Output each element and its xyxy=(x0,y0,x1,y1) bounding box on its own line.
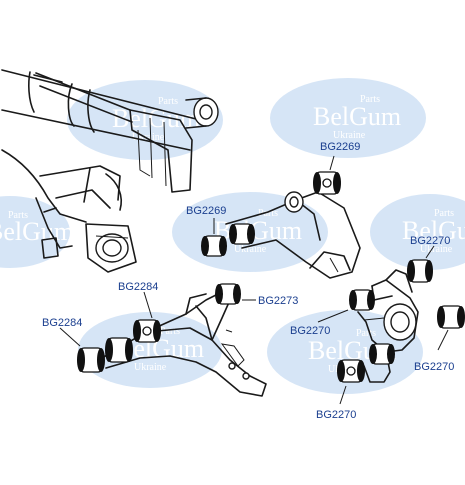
hub-carrier xyxy=(357,269,419,383)
bushing-bg2269-top xyxy=(313,171,341,195)
watermark-brand: BelGum xyxy=(0,217,74,246)
part-label-bg2284-upper: BG2284 xyxy=(118,281,158,293)
watermark-parts: Parts xyxy=(8,210,28,221)
bushing-bg2270-bottom xyxy=(337,359,365,383)
part-label-bg2270-center: BG2270 xyxy=(290,325,330,337)
bushing-bg2270-center xyxy=(369,343,395,365)
part-label-bg2270-right: BG2270 xyxy=(414,361,454,373)
part-label-bg2269-left: BG2269 xyxy=(186,205,226,217)
part-label-bg2284-left: BG2284 xyxy=(42,317,82,329)
leader-lines xyxy=(59,155,449,405)
watermark-right-edge: BelGum Parts Ukraine xyxy=(370,194,465,270)
bushing-bg2273 xyxy=(215,283,241,305)
bushing-bg2270-top xyxy=(407,259,433,283)
watermark-parts: Parts xyxy=(360,94,380,105)
bushing-bg2284-left-b xyxy=(105,337,133,363)
watermark-brand: BelGum xyxy=(402,216,465,245)
watermark-parts: Parts xyxy=(258,208,278,219)
watermark-country: Ukraine xyxy=(134,362,167,373)
bushing-bg2270-mid-left xyxy=(349,289,375,311)
watermark-country: Ukraine xyxy=(132,132,165,143)
lower-wishbone xyxy=(101,291,267,397)
watermark-left-edge: BelGum Parts xyxy=(0,196,74,268)
watermark-parts: Parts xyxy=(356,328,376,339)
part-label-bg2273: BG2273 xyxy=(258,295,298,307)
bushing-bg2269-left-a xyxy=(201,235,227,257)
watermark-parts: Parts xyxy=(158,96,178,107)
part-label-bg2269-top: BG2269 xyxy=(320,141,360,153)
bushing-bg2284-upper xyxy=(133,319,161,343)
upper-control-arm xyxy=(225,191,361,279)
part-label-bg2270-right-top: BG2270 xyxy=(410,235,450,247)
part-label-bg2270-bottom: BG2270 xyxy=(316,409,356,421)
bushing-bg2270-right xyxy=(437,305,465,329)
watermark-parts: Parts xyxy=(434,208,454,219)
bushing-bg2284-left-a xyxy=(77,347,105,373)
watermark-country: Ukraine xyxy=(333,130,366,141)
watermark-brand: BelGum xyxy=(313,102,401,131)
subframe-assembly xyxy=(1,69,219,273)
watermark-brand: BelGum xyxy=(214,216,302,245)
bushing-bg2269-left-b xyxy=(229,223,255,245)
watermark-country: Ukraine xyxy=(234,244,267,255)
watermark-country: Ukraine xyxy=(420,244,453,255)
watermark-top-right: BelGum Parts Ukraine xyxy=(270,78,426,158)
watermark-parts: Parts xyxy=(160,326,180,337)
